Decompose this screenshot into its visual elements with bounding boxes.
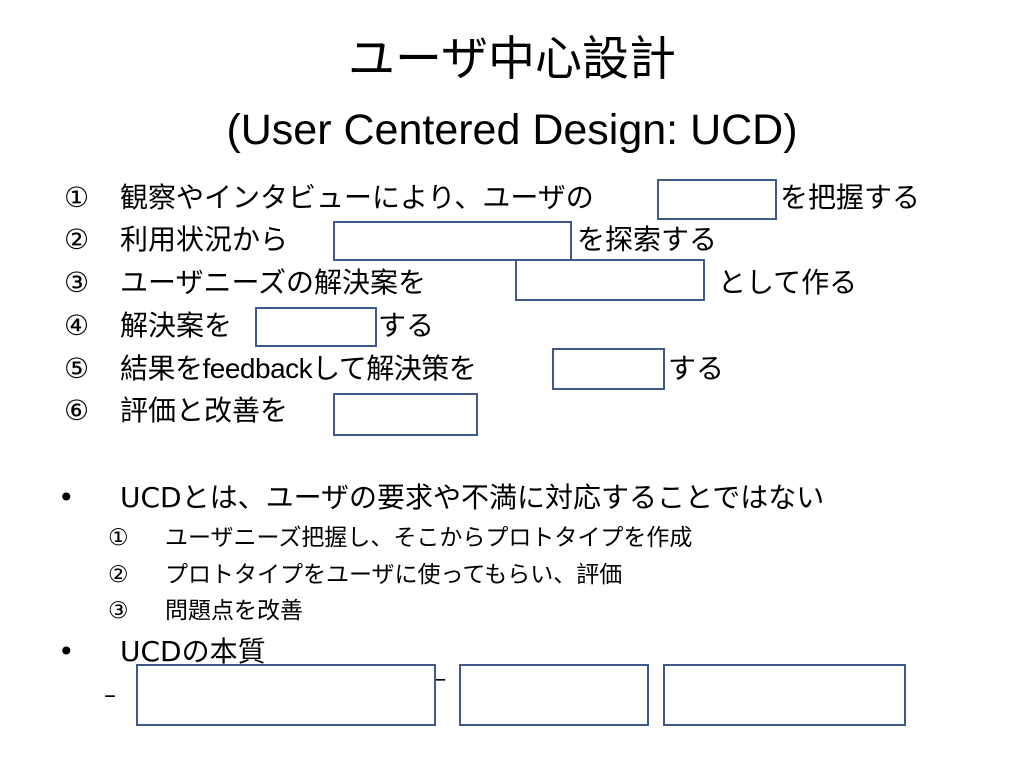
step-number: ③ [64,266,90,299]
step-text-after: する [378,309,435,342]
essence-blank-2 [459,664,649,726]
blank-box-3 [515,259,705,301]
step-text-before: 観察やインタビューにより、ユーザの [120,181,594,214]
bullet-marker: • [58,481,75,514]
essence-blank-1 [136,664,436,726]
step-text-after: を探索する [577,223,718,256]
blank-box-1 [657,179,777,220]
blank-box-6 [333,393,478,436]
step-text-before: 利用状況から [120,223,289,256]
step-text-before: 評価と改善を [120,394,289,427]
blank-box-5 [552,348,665,390]
step-number: ⑥ [64,394,90,427]
step-number: ④ [64,309,90,342]
essence-blank-3 [663,664,906,726]
bullet-text: UCDの本質 [120,635,266,668]
sub-item-number: ① [108,525,129,551]
sub-item-number: ② [108,562,129,588]
sub-item-text: 問題点を改善 [165,598,303,624]
step-text-after: として作る [718,266,858,299]
blank-box-2 [333,221,572,261]
step-text-before: 解決案を [120,309,233,342]
bullet-text: UCDとは、ユーザの要求や不満に対応することではない [120,481,825,514]
blank-box-4 [255,307,377,347]
step-number: ① [64,181,90,214]
step-text-after: する [668,352,725,385]
step-number: ② [64,223,90,256]
slide-title: ユーザ中心設計 [347,32,677,87]
essence-dash: – [104,681,116,709]
step-number: ⑤ [64,352,90,385]
sub-item-text: ユーザニーズ把握し、そこからプロトタイプを作成 [165,525,693,551]
sub-item-text: プロトタイプをユーザに使ってもらい、評価 [165,562,623,588]
step-text-before: 結果をfeedbackして解決策を [120,353,477,384]
step-text-after: を把握する [780,181,921,214]
bullet-marker: • [58,635,75,668]
step-text-before: ユーザニーズの解決案を [120,266,427,299]
sub-item-number: ③ [108,598,129,624]
slide-subtitle: (User Centered Design: UCD) [226,106,798,154]
